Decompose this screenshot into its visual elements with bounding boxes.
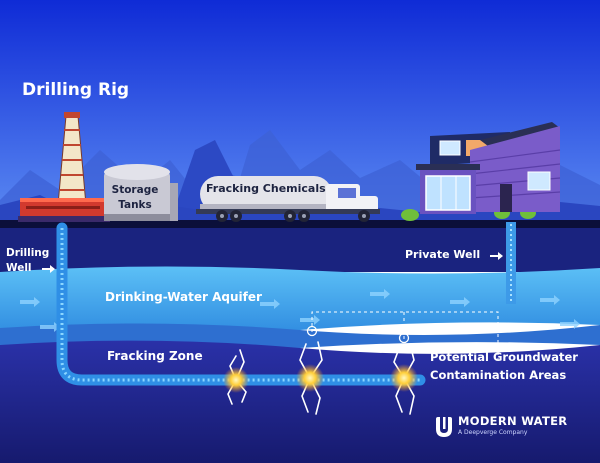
brand-tagline: A Deepverge Company	[458, 429, 528, 436]
tanker-truck	[196, 176, 380, 222]
contamination-line1: Potential Groundwater	[430, 350, 578, 364]
brand-name: MODERN WATER	[458, 414, 568, 428]
drilling-well-pipe	[56, 222, 426, 386]
drilling-well-arrow	[42, 265, 55, 273]
drilling-rig	[18, 112, 110, 222]
upper-soil	[0, 228, 600, 272]
storage-tanks-label: Storage Tanks	[104, 183, 166, 213]
drilling-well-label: Drilling Well	[6, 246, 49, 276]
brand-text: MODERN WATER A Deepverge Company	[458, 414, 567, 436]
contamination-line2: Contamination Areas	[430, 368, 567, 382]
contamination-point-1	[306, 325, 318, 337]
contamination-connector	[311, 311, 499, 360]
brand-logo: MODERN WATER A Deepverge Company	[433, 414, 567, 436]
storage-tanks	[104, 164, 178, 221]
aquifer-flow-arrows	[20, 289, 580, 332]
private-well-arrow	[490, 252, 503, 260]
spark-3	[390, 364, 418, 392]
fracking-chemicals-label: Fracking Chemicals	[206, 182, 326, 195]
drilling-well-line2: Well	[6, 262, 32, 274]
logo-spacer	[433, 415, 453, 435]
private-well-label: Private Well	[405, 248, 481, 261]
storage-label-line2: Tanks	[118, 199, 152, 211]
house	[416, 122, 561, 214]
fractures	[227, 341, 415, 415]
diagram-title: Drilling Rig	[22, 80, 130, 100]
water-drop-logo-icon	[436, 417, 452, 437]
contamination-areas-label: Potential Groundwater Contamination Area…	[430, 348, 578, 384]
spark-1	[223, 367, 249, 393]
spark-2	[296, 364, 324, 392]
aquifer-layer	[0, 266, 600, 336]
ground-surface	[0, 220, 600, 230]
aquifer-label: Drinking-Water Aquifer	[105, 290, 262, 304]
contamination-point-2	[398, 332, 410, 344]
storage-label-line1: Storage	[111, 184, 159, 196]
fracking-zone-label: Fracking Zone	[107, 349, 203, 363]
private-well-pipe	[506, 222, 516, 304]
drilling-well-line1: Drilling	[6, 247, 50, 259]
